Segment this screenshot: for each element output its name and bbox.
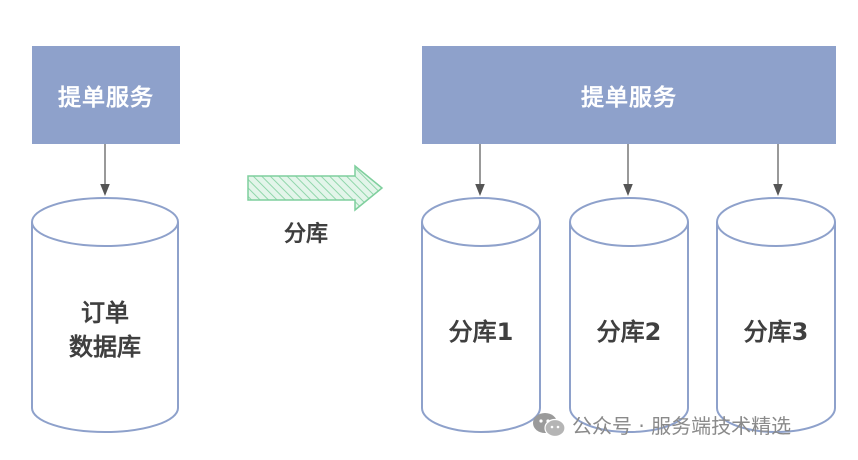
shard-cylinder-3 [716, 197, 836, 433]
shard-label-2: 分库2 [596, 318, 662, 346]
shard-label-1: 分库1 [448, 318, 514, 346]
right-service-label: 提单服务 [581, 85, 677, 111]
left-service-box: 提单服务 [32, 46, 180, 144]
shard-transition-arrow [247, 164, 384, 212]
left-service-label: 提单服务 [58, 85, 154, 111]
transition-label: 分库 [284, 222, 329, 247]
left-database-label-line2: 数据库 [69, 333, 141, 361]
left-database-label-line1: 订单 [81, 299, 129, 327]
wechat-icon [533, 412, 566, 437]
left-database-label: 订单 数据库 [32, 296, 178, 364]
watermark: 公众号 · 服务端技术精选 [532, 410, 791, 439]
shard-cylinder-1 [421, 197, 541, 433]
left-database-cylinder [31, 197, 179, 433]
watermark-text: 公众号 · 服务端技术精选 [572, 414, 792, 438]
right-service-box: 提单服务 [422, 46, 836, 144]
shard-label-3: 分库3 [743, 318, 809, 346]
shard-cylinder-2 [569, 197, 689, 433]
